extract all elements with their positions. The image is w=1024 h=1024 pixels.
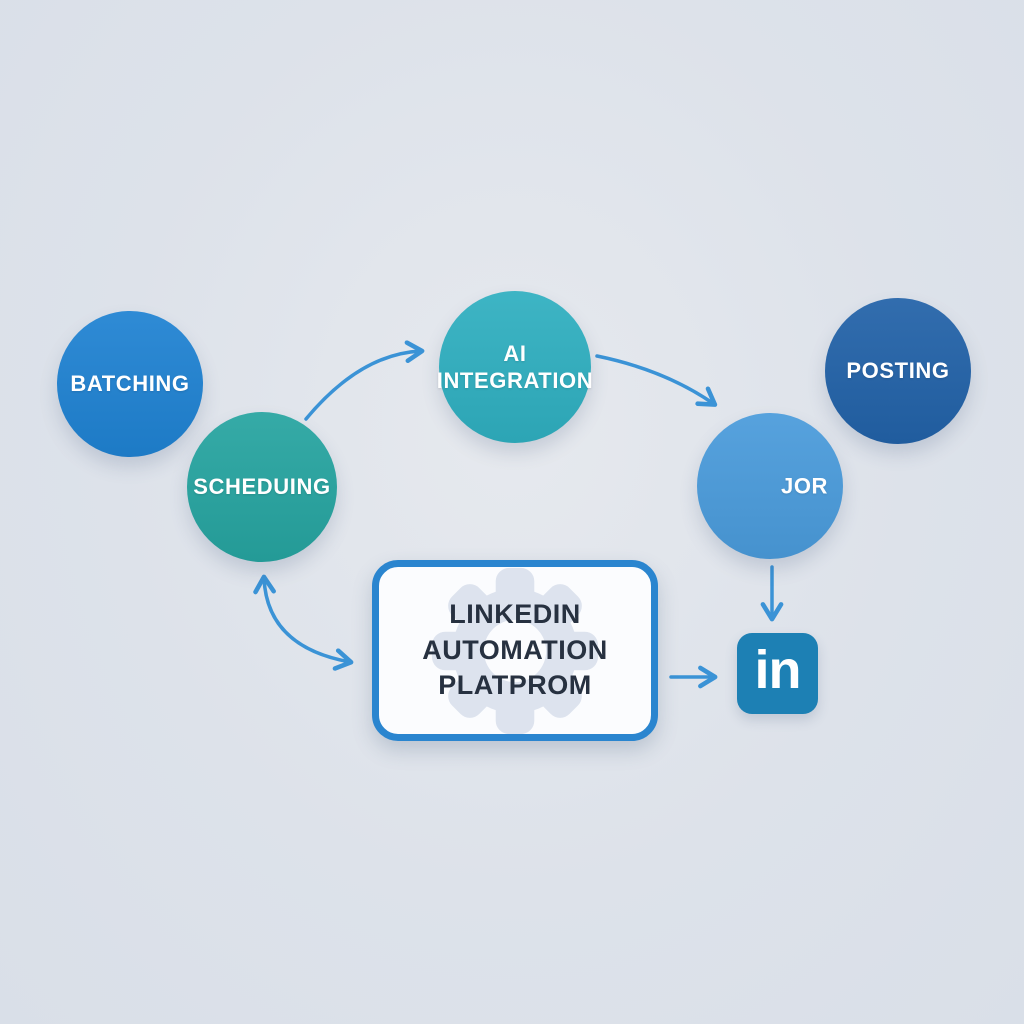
- node-posting-label: POSTING: [846, 358, 950, 384]
- linkedin-icon: in: [737, 633, 818, 714]
- node-jor-label: JOR: [781, 473, 829, 499]
- center-box-line1: LINKEDIN: [449, 599, 581, 630]
- node-batching-label: BATCHING: [70, 371, 190, 397]
- arrow-scheduling-box-bidirectional: [253, 574, 354, 671]
- linkedin-in-glyph: in: [754, 639, 802, 700]
- node-ai-line2: INTEGRATION: [436, 368, 594, 393]
- node-ai-line1: AI: [503, 340, 527, 366]
- node-posting: POSTING: [825, 298, 971, 444]
- center-box-line2: AUTOMATION: [422, 634, 608, 665]
- node-ai-integration: AI INTEGRATION: [437, 291, 594, 443]
- center-box-line3: PLATPROM: [438, 670, 592, 701]
- node-batching: BATCHING: [57, 311, 203, 457]
- node-scheduling: SCHEDUING: [187, 412, 337, 562]
- linkedin-automation-platform-box: LINKEDIN AUTOMATION PLATPROM: [372, 560, 658, 741]
- arrow-scheduling-to-ai: [304, 340, 425, 421]
- arrow-ai-to-jor: [595, 354, 718, 407]
- center-box-label: LINKEDIN AUTOMATION PLATPROM: [422, 597, 607, 704]
- node-jor: JOR: [697, 413, 843, 559]
- gear-icon: [431, 567, 599, 734]
- node-scheduling-label: SCHEDUING: [193, 474, 331, 500]
- node-ai-integration-label: AI INTEGRATION: [437, 340, 594, 395]
